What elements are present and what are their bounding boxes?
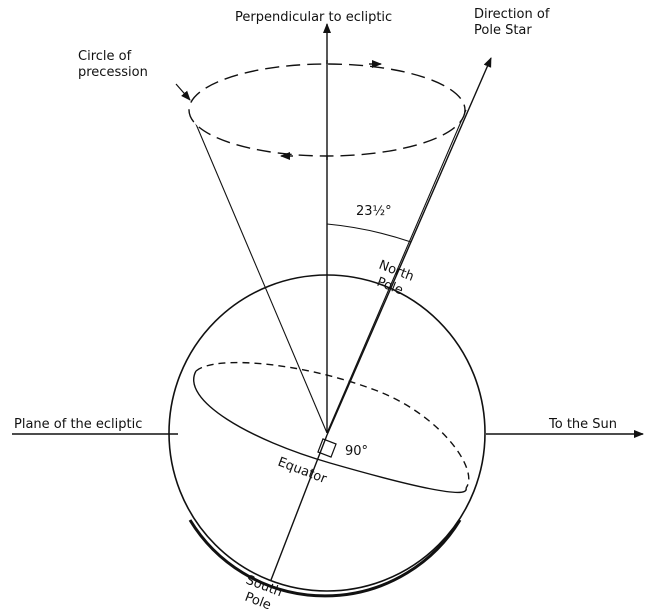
cone-left-side [190,110,327,433]
direction-label-1: Direction of [474,7,550,22]
circle-label-2: precession [78,65,148,80]
circle-label-1: Circle of [78,49,132,64]
circle-label-leader [176,84,190,100]
ecliptic-plane-label: Plane of the ecliptic [14,417,142,432]
direction-label-2: Pole Star [474,23,532,38]
right-angle-label: 90° [345,444,368,459]
tilt-angle-arc [327,224,411,242]
right-angle-marker [318,439,336,457]
perpendicular-label: Perpendicular to ecliptic [235,10,392,25]
tilt-angle-label: 23½° [356,204,392,219]
sun-label: To the Sun [548,417,617,432]
equator-front [194,371,466,492]
equator-label: Equator [276,455,330,488]
